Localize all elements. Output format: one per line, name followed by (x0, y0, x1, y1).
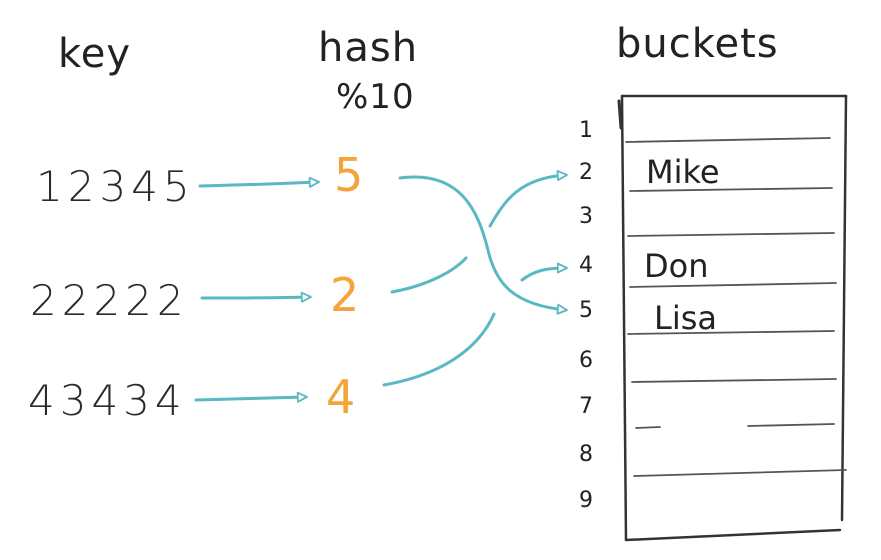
hash-header: hash (318, 25, 419, 71)
buckets-header: buckets (616, 21, 779, 67)
arrow-hash2-bucket2-head (488, 170, 568, 228)
bucket-index-1: 1 (579, 118, 593, 143)
bucket-name-mike: Mike (646, 153, 720, 191)
arrow-key3-hash (194, 391, 308, 403)
arrow-hash5-bucket5 (398, 175, 568, 315)
bucket-index-6: 6 (579, 348, 593, 373)
bucket-name-don: Don (644, 247, 709, 285)
arrow-key2-hash (200, 291, 312, 303)
arrow-hash4-bucket4 (382, 312, 496, 387)
bucket-table (617, 94, 848, 542)
hash-value-4: 4 (326, 370, 356, 424)
bucket-index-2: 2 (579, 160, 593, 185)
key-12345: 12345 (36, 162, 195, 211)
bucket-index-9: 9 (579, 488, 593, 513)
bucket-row-lines (625, 137, 847, 477)
bucket-index-7: 7 (579, 394, 593, 419)
arrow-hash4-bucket4-head (520, 262, 568, 282)
hash-value-5: 5 (334, 148, 364, 202)
hash-mod-header: %10 (336, 77, 415, 117)
key-22222: 22222 (30, 276, 189, 325)
arrow-key1-hash (198, 176, 320, 188)
key-header: key (58, 31, 132, 77)
bucket-index-8: 8 (579, 442, 593, 467)
key-43434: 43434 (28, 376, 187, 425)
bucket-index-3: 3 (579, 204, 593, 229)
bucket-name-lisa: Lisa (654, 299, 717, 337)
hash-value-2: 2 (330, 268, 360, 322)
bucket-index-4: 4 (579, 253, 593, 278)
arrow-hash2-bucket2 (390, 256, 468, 294)
bucket-index-5: 5 (579, 298, 593, 323)
